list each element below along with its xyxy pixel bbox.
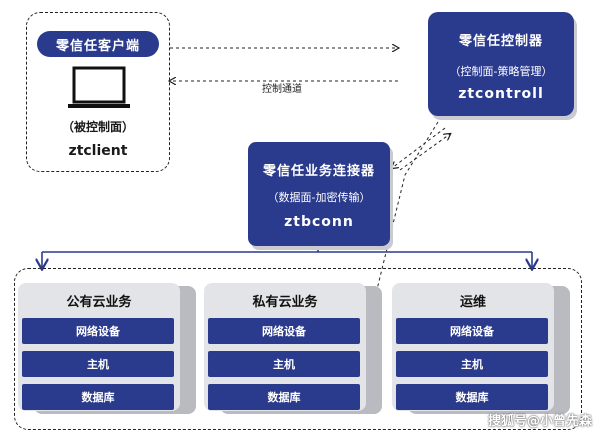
connector-box: 零信任业务连接器 （数据面-加密传输） ztbconn (248, 142, 390, 246)
panel-title: 公有云业务 (66, 295, 132, 310)
controller-connector-arrow-down (392, 127, 446, 168)
connector-subtitle: （数据面-加密传输） (267, 191, 371, 204)
business-group (14, 268, 582, 430)
panel-private-cloud: 私有云业务 网络设备 主机 数据库 (204, 283, 366, 411)
controller-title: 零信任控制器 (458, 34, 543, 49)
controller-subtitle: （控制面-策略管理） (449, 65, 553, 78)
client-title: 零信任客户端 (37, 31, 159, 57)
service-database: 数据库 (396, 384, 548, 410)
client-subtitle: （被控制面） (61, 120, 134, 134)
controller-box: 零信任控制器 （控制面-策略管理） ztcontroll (428, 12, 574, 116)
watermark: 搜狐号@小曾先森 (487, 414, 592, 429)
panel-ops: 运维 网络设备 主机 数据库 (392, 283, 554, 411)
service-database: 数据库 (22, 384, 174, 410)
service-database: 数据库 (208, 384, 360, 410)
control-channel-label: 控制通道 (262, 84, 302, 95)
service-host: 主机 (396, 351, 548, 377)
panel-title: 私有云业务 (252, 295, 318, 310)
client-name: ztclient (68, 143, 128, 159)
panel-public-cloud: 公有云业务 网络设备 主机 数据库 (18, 283, 180, 411)
laptop-icon (68, 66, 130, 108)
client-group (26, 12, 170, 172)
service-host: 主机 (22, 351, 174, 377)
service-network-device: 网络设备 (208, 318, 360, 344)
connector-name: ztbconn (284, 214, 354, 230)
service-host: 主机 (208, 351, 360, 377)
connector-title: 零信任业务连接器 (262, 164, 375, 179)
panel-title: 运维 (459, 295, 486, 310)
controller-connector-arrow-up (399, 134, 450, 171)
controller-name: ztcontroll (458, 86, 544, 102)
service-network-device: 网络设备 (22, 318, 174, 344)
service-network-device: 网络设备 (396, 318, 548, 344)
controller-to-private-cloud-arrow (370, 121, 439, 318)
